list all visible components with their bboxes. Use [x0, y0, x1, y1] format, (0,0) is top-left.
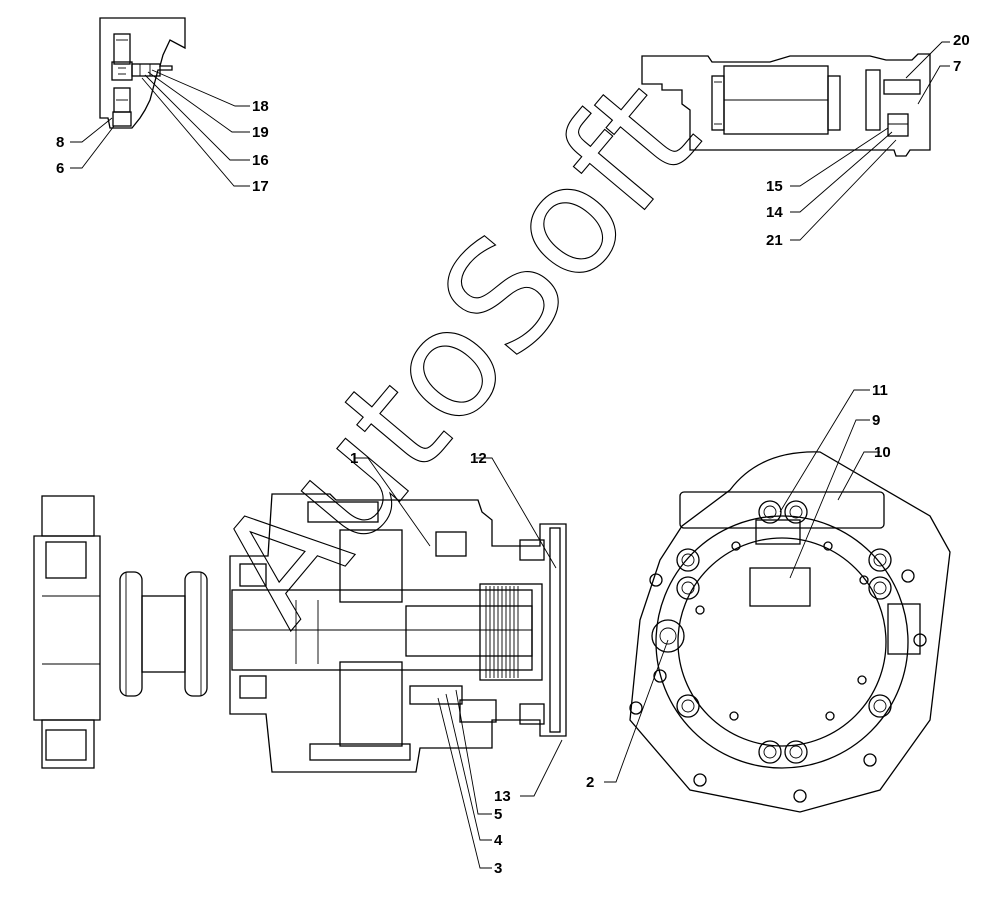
top-left-detail-view [99, 17, 186, 129]
motor-end-view [629, 451, 951, 813]
callout-20: 20 [953, 32, 970, 49]
callout-21: 21 [766, 232, 783, 249]
callout-9: 9 [872, 412, 880, 429]
callout-14: 14 [766, 204, 783, 221]
bolt-heads [629, 500, 927, 803]
callout-8: 8 [56, 134, 64, 151]
callout-6: 6 [56, 160, 64, 177]
callout-2: 2 [586, 774, 594, 791]
callout-1: 1 [350, 450, 358, 467]
callout-18: 18 [252, 98, 269, 115]
leader-lines [70, 41, 950, 869]
callout-15: 15 [766, 178, 783, 195]
callout-17: 17 [252, 178, 269, 195]
callout-19: 19 [252, 124, 269, 141]
callout-5: 5 [494, 806, 502, 823]
callout-3: 3 [494, 860, 502, 877]
callout-4: 4 [494, 832, 503, 849]
callout-16: 16 [252, 152, 269, 169]
callout-labels: 1 2 3 4 5 6 7 8 9 10 11 12 13 14 15 16 1… [56, 32, 970, 877]
clutch-disc-pack [485, 586, 519, 678]
callout-13: 13 [494, 788, 511, 805]
main-sectional-view [229, 493, 567, 773]
callout-7: 7 [953, 58, 961, 75]
callout-10: 10 [874, 444, 891, 461]
callout-11: 11 [872, 382, 888, 399]
callout-12: 12 [470, 450, 487, 467]
top-right-detail-view [641, 53, 931, 157]
flange-and-coupling [33, 495, 208, 769]
